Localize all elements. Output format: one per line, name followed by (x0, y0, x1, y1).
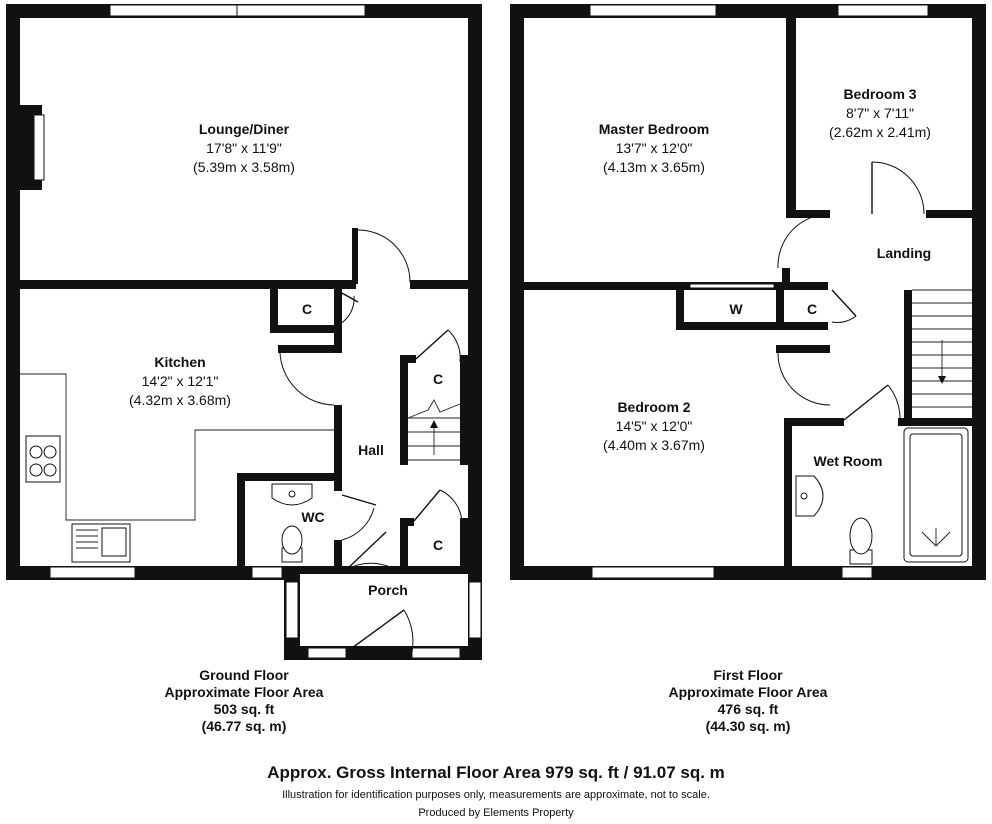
lounge-name: Lounge/Diner (199, 121, 290, 137)
kitchen-metric: (4.32m x 3.68m) (129, 392, 231, 408)
ground-left-wall (6, 4, 20, 580)
cupboard-label: C (807, 301, 817, 317)
kitchen-imperial: 14'2" x 12'1" (142, 373, 219, 389)
bedroom2-window (591, 566, 715, 579)
bedroom2-imperial: 14'5" x 12'0" (616, 418, 693, 434)
hob-icon (25, 435, 61, 483)
kitchen-worktop (20, 373, 334, 521)
wetroom-window (841, 566, 873, 579)
ground-right-wall (468, 4, 482, 580)
wetroom-basin-icon (795, 475, 824, 517)
porch-name: Porch (368, 582, 408, 598)
cupboard-label: C (433, 371, 443, 387)
ground-floor-labels: Lounge/Diner 17'8" x 11'9" (5.39m x 3.58… (129, 121, 443, 598)
lounge-imperial: 17'8" x 11'9" (206, 140, 282, 156)
master-bedroom-metric: (4.13m x 3.65m) (603, 159, 705, 175)
producer-credit: Produced by Elements Property (418, 807, 574, 819)
ground-floor-area-label: Approximate Floor Area (164, 684, 324, 700)
bedroom3-window (837, 4, 929, 17)
first-floor-sqm: (44.30 sq. m) (705, 718, 791, 734)
first-floor-sqft: 476 sq. ft (717, 701, 779, 717)
ground-floor-plan (6, 4, 482, 660)
lounge-metric: (5.39m x 3.58m) (193, 159, 295, 175)
cupboard-label: C (302, 301, 312, 317)
hall-name: Hall (358, 442, 384, 458)
ground-floor-caption: Ground Floor Approximate Floor Area 503 … (124, 667, 364, 735)
first-floor-caption: First Floor Approximate Floor Area 476 s… (628, 667, 868, 735)
bedroom3-imperial: 8'7" x 7'11" (846, 105, 914, 121)
gross-floor-area: Approx. Gross Internal Floor Area 979 sq… (267, 763, 725, 782)
wardrobe-label: W (729, 301, 743, 317)
first-floor-labels: Master Bedroom 13'7" x 12'0" (4.13m x 3.… (599, 86, 931, 469)
ground-floor-sqm: (46.77 sq. m) (201, 718, 287, 734)
wetroom-name: Wet Room (814, 453, 883, 469)
ground-floor-name: Ground Floor (199, 667, 289, 683)
first-floor-name: First Floor (713, 667, 783, 683)
wc-name: WC (301, 509, 324, 525)
first-floor-area-label: Approximate Floor Area (668, 684, 828, 700)
cupboard-label: C (433, 537, 443, 553)
bedroom3-name: Bedroom 3 (843, 86, 916, 102)
wc-window (251, 566, 283, 579)
lounge-kitchen-wall (20, 280, 356, 289)
ground-floor-sqft: 503 sq. ft (213, 701, 275, 717)
bedroom2-name: Bedroom 2 (617, 399, 690, 415)
master-bedroom-window (589, 4, 717, 17)
disclaimer: Illustration for identification purposes… (282, 789, 710, 801)
kitchen-name: Kitchen (154, 354, 205, 370)
master-bedroom-name: Master Bedroom (599, 121, 709, 137)
landing-name: Landing (877, 245, 931, 261)
bedroom2-metric: (4.40m x 3.67m) (603, 437, 705, 453)
first-floor-plan (510, 4, 986, 580)
kitchen-window (49, 566, 136, 579)
bedroom3-metric: (2.62m x 2.41m) (829, 124, 931, 140)
master-bedroom-imperial: 13'7" x 12'0" (616, 140, 693, 156)
front-door (351, 609, 405, 649)
